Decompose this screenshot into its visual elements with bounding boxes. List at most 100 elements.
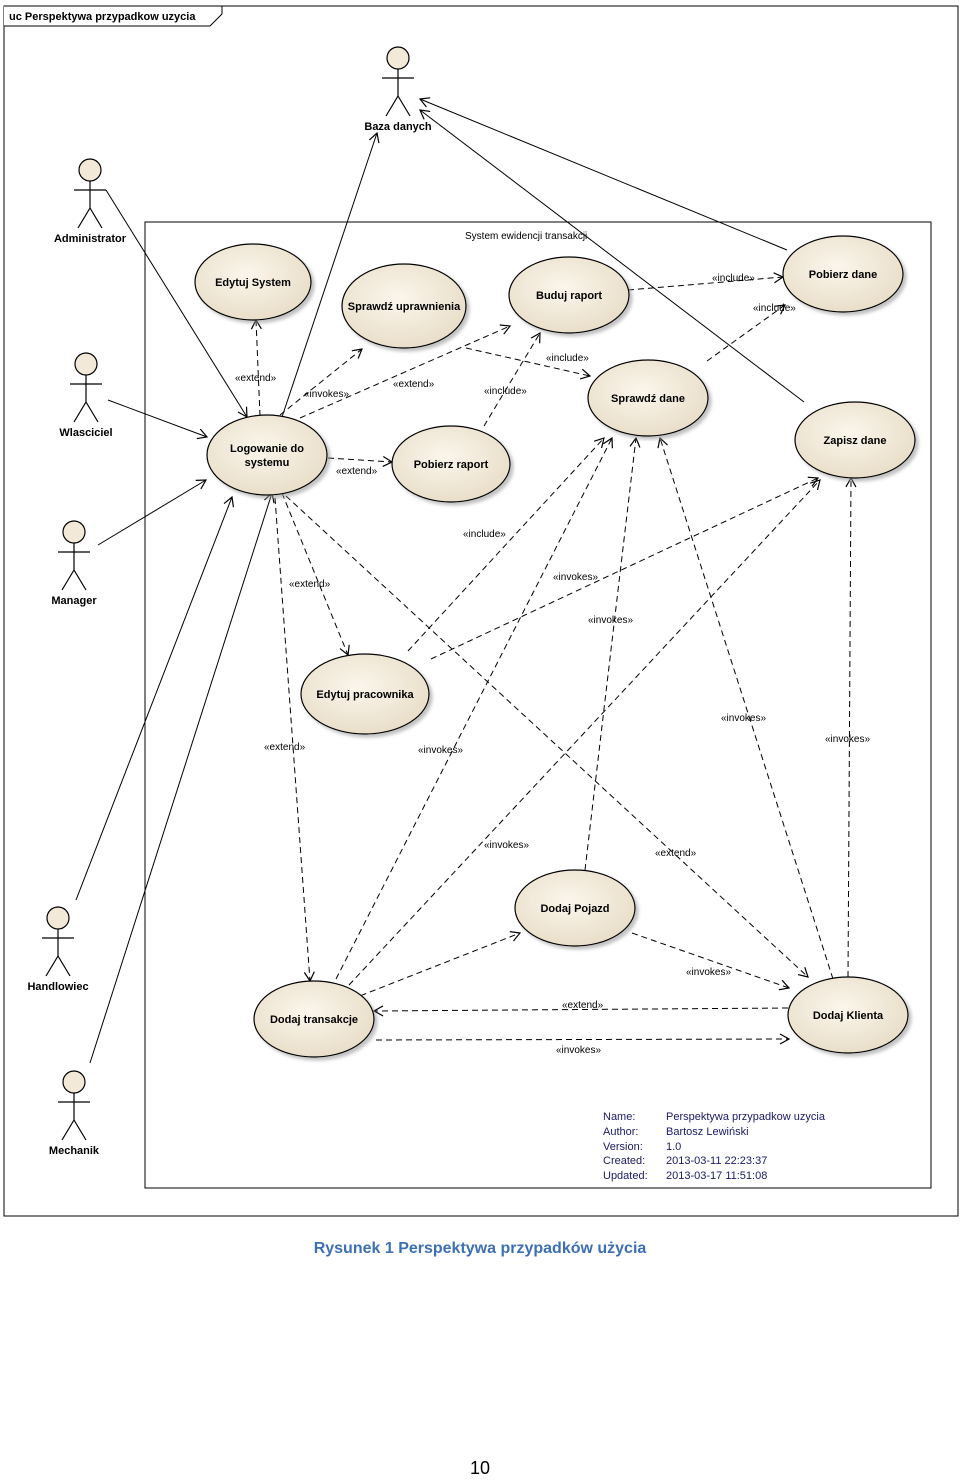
- relations-layer: «extend» «invokes» «extend» «extend» «includ…: [75, 97, 870, 1064]
- use-case-edytujPrac[interactable]: Edytuj pracownika: [300, 653, 430, 735]
- info-version-key: Version:: [603, 1141, 643, 1153]
- use-case-label: systemu: [245, 457, 290, 469]
- use-case-sprawdzDane[interactable]: Sprawdź dane: [587, 359, 709, 437]
- actor-mech[interactable]: Mechanik: [49, 1070, 100, 1157]
- use-case-ellipse: [300, 653, 430, 735]
- relation-line-logowanie-to-baza: [281, 131, 380, 418]
- relation-line-logowanie-to-dodajKlienta: [285, 495, 809, 978]
- relation-label: «invokes»: [418, 745, 463, 756]
- relation-line-dodajTrans-to-zapiszDane: [348, 479, 821, 986]
- relation-label: «extend»: [655, 848, 697, 859]
- relation-line-dodajPojazd-to-sprawdzDane: [584, 436, 641, 871]
- use-case-ellipse: [514, 869, 636, 947]
- relation-line-admin-to-logowanie: [105, 189, 248, 419]
- use-case-label: Edytuj pracownika: [316, 689, 414, 701]
- info-updated-value: 2013-03-17 11:51:08: [666, 1170, 767, 1182]
- use-case-label: Dodaj Pojazd: [540, 903, 609, 915]
- use-case-dodajPojazd[interactable]: Dodaj Pojazd: [514, 869, 636, 947]
- relation-line-logowanie-to-budujRaport: [299, 324, 512, 419]
- use-case-budujRaport[interactable]: Buduj raport: [508, 256, 630, 334]
- info-author-key: Author:: [603, 1126, 638, 1138]
- actors-layer: Baza danychAdministratorWlascicielManage…: [27, 46, 432, 1157]
- relation-label: «extend»: [393, 379, 435, 390]
- frame-title-tab: [4, 5, 223, 27]
- relation-line-logowanie-to-edytujSystem: [250, 318, 262, 417]
- use-case-diagram: uc Perspektywa przypadkow uzycia System …: [3, 5, 959, 1217]
- actor-body-icon: [70, 375, 102, 423]
- actor-manager[interactable]: Manager: [51, 520, 97, 607]
- relation-line-pobierzDane-to-baza: [418, 97, 788, 251]
- use-case-edytujSystem[interactable]: Edytuj System: [194, 243, 312, 321]
- relation-label: «invokes»: [553, 572, 598, 583]
- use-case-ellipse: [391, 425, 511, 503]
- use-case-pobierzDane[interactable]: Pobierz dane: [782, 235, 904, 313]
- relation-label: «extend»: [264, 742, 306, 753]
- diagram-info: Name: Perspektywa przypadkow uzycia Auth…: [603, 1111, 826, 1182]
- relation-label: «invokes»: [825, 734, 870, 745]
- relation-label: «include»: [484, 386, 527, 397]
- figure-caption: Rysunek 1 Perspektywa przypadków użycia: [313, 1240, 647, 1257]
- info-name-key: Name:: [603, 1111, 635, 1123]
- actor-head-icon: [74, 352, 98, 376]
- relation-line-logowanie-to-sprawdzUpr: [279, 348, 363, 416]
- use-case-label: Edytuj System: [215, 277, 291, 289]
- relation-label: «extend»: [336, 466, 378, 477]
- actor-label: Mechanik: [49, 1145, 100, 1157]
- relation-label: «invokes»: [721, 713, 766, 724]
- actor-body-icon: [58, 543, 90, 591]
- use-case-dodajTrans[interactable]: Dodaj transakcje: [253, 980, 375, 1058]
- relation-line-sprawdzUpr-to-sprawdzDane: [465, 347, 592, 380]
- relation-label: «invokes»: [556, 1045, 601, 1056]
- use-case-ellipse: [782, 235, 904, 313]
- actor-admin[interactable]: Administrator: [54, 158, 127, 245]
- relation-label: «invokes»: [686, 967, 731, 978]
- info-name-value: Perspektywa przypadkow uzycia: [666, 1111, 826, 1123]
- actor-label: Wlasciciel: [59, 427, 112, 439]
- relation-line-sprawdzDane-to-pobierzDane: [706, 304, 787, 362]
- use-case-label: Zapisz dane: [824, 435, 887, 447]
- relation-line-dodajKlienta-to-zapiszDane: [845, 476, 857, 978]
- relation-label: «invokes»: [588, 615, 633, 626]
- use-case-zapiszDane[interactable]: Zapisz dane: [794, 401, 916, 479]
- relation-line-dodajPojazd-to-dodajKlienta: [631, 932, 791, 991]
- use-case-dodajKlienta[interactable]: Dodaj Klienta: [787, 976, 909, 1054]
- info-created-value: 2013-03-11 22:23:37: [666, 1155, 767, 1167]
- use-case-ellipse: [206, 414, 328, 496]
- actor-label: Administrator: [54, 233, 127, 245]
- use-case-ellipse: [341, 263, 467, 349]
- use-case-ellipse: [794, 401, 916, 479]
- use-case-label: Sprawdź uprawnienia: [348, 301, 461, 313]
- relation-line-dodajKlienta-to-dodajTrans: [372, 1005, 789, 1017]
- relation-label: «extend»: [235, 373, 277, 384]
- actor-baza[interactable]: Baza danych: [364, 46, 432, 133]
- relation-line-wlasc-to-logowanie: [107, 399, 209, 440]
- relation-label: «include»: [753, 303, 796, 314]
- relation-label: «extend»: [562, 1000, 604, 1011]
- relation-line-logowanie-to-pobierzRaport: [327, 455, 394, 467]
- info-updated-key: Updated:: [603, 1170, 648, 1182]
- use-case-ellipse: [587, 359, 709, 437]
- actor-wlasc[interactable]: Wlasciciel: [59, 352, 113, 439]
- use-case-label: Dodaj transakcje: [270, 1014, 358, 1026]
- relation-line-dodajTrans-to-sprawdzDane: [335, 436, 613, 980]
- use-case-sprawdzUpr[interactable]: Sprawdź uprawnienia: [341, 263, 467, 349]
- actor-body-icon: [74, 181, 106, 229]
- relation-line-logowanie-to-edytujPrac: [281, 492, 350, 657]
- actor-body-icon: [42, 929, 74, 977]
- relation-line-budujRaport-to-pobierzDane: [627, 272, 785, 291]
- use-case-pobierzRaport[interactable]: Pobierz raport: [391, 425, 511, 503]
- frame-title: uc Perspektywa przypadkow uzycia: [9, 11, 196, 23]
- use-case-ellipse: [787, 976, 909, 1054]
- actor-head-icon: [62, 1070, 86, 1094]
- info-created-key: Created:: [603, 1155, 645, 1167]
- actor-handl[interactable]: Handlowiec: [27, 906, 89, 993]
- relation-line-handl-to-logowanie: [75, 495, 235, 901]
- use-case-label: Sprawdź dane: [611, 393, 685, 405]
- relation-line-dodajTrans-to-dodajPojazd: [341, 931, 522, 1004]
- system-boundary: [144, 221, 932, 1189]
- use-case-label: Pobierz dane: [809, 269, 877, 281]
- page-number: 10: [469, 1458, 491, 1478]
- relation-line-zapiszDane-to-baza: [419, 109, 805, 403]
